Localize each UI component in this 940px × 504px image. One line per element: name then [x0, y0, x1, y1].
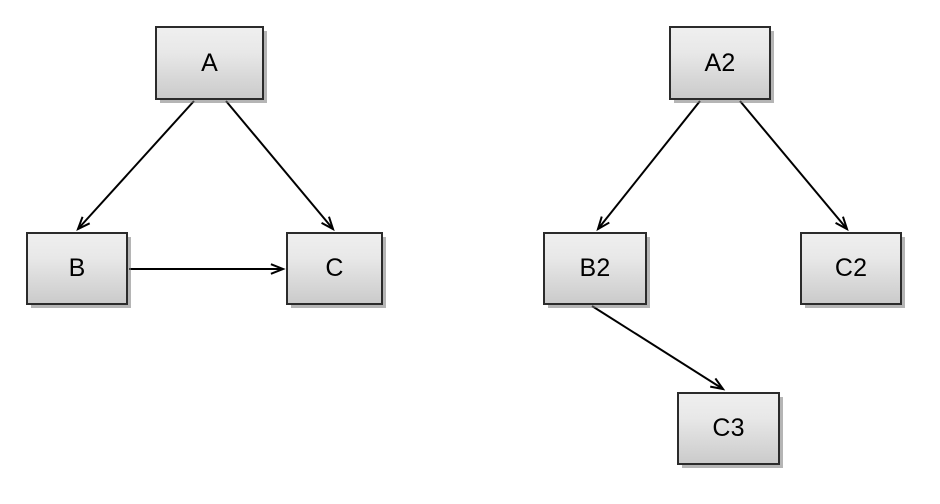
- node-a[interactable]: A: [155, 26, 264, 100]
- edge-b-to-c: [129, 263, 286, 275]
- edge-line: [77, 100, 195, 230]
- edge-b2-to-c3: [591, 305, 726, 391]
- node-label: C2: [834, 254, 868, 282]
- edge-line: [739, 100, 848, 230]
- arrowhead-icon: [835, 216, 849, 232]
- node-label: A: [201, 48, 218, 77]
- edge-a-to-b: [76, 100, 195, 231]
- node-c2[interactable]: C2: [800, 232, 902, 305]
- node-a2[interactable]: A2: [669, 26, 771, 100]
- node-b[interactable]: B: [26, 232, 128, 305]
- arrowhead-icon: [596, 216, 610, 232]
- edge-line: [591, 305, 724, 390]
- node-b2[interactable]: B2: [543, 232, 647, 305]
- node-label: B2: [579, 254, 611, 282]
- node-label: A2: [704, 48, 736, 77]
- node-label: C: [325, 254, 344, 282]
- edge-line: [597, 100, 701, 230]
- node-c3[interactable]: C3: [677, 392, 780, 465]
- edge-a-to-c: [225, 100, 335, 232]
- node-c[interactable]: C: [286, 232, 383, 305]
- edge-a2-to-b2: [596, 100, 701, 232]
- arrowhead-icon: [270, 263, 286, 275]
- arrowhead-icon: [321, 216, 335, 232]
- arrowhead-icon: [76, 216, 91, 231]
- edge-a2-to-c2: [739, 100, 849, 232]
- node-label: C3: [712, 414, 745, 442]
- node-label: B: [68, 254, 86, 282]
- arrowhead-icon: [710, 377, 726, 391]
- edge-line: [225, 100, 334, 230]
